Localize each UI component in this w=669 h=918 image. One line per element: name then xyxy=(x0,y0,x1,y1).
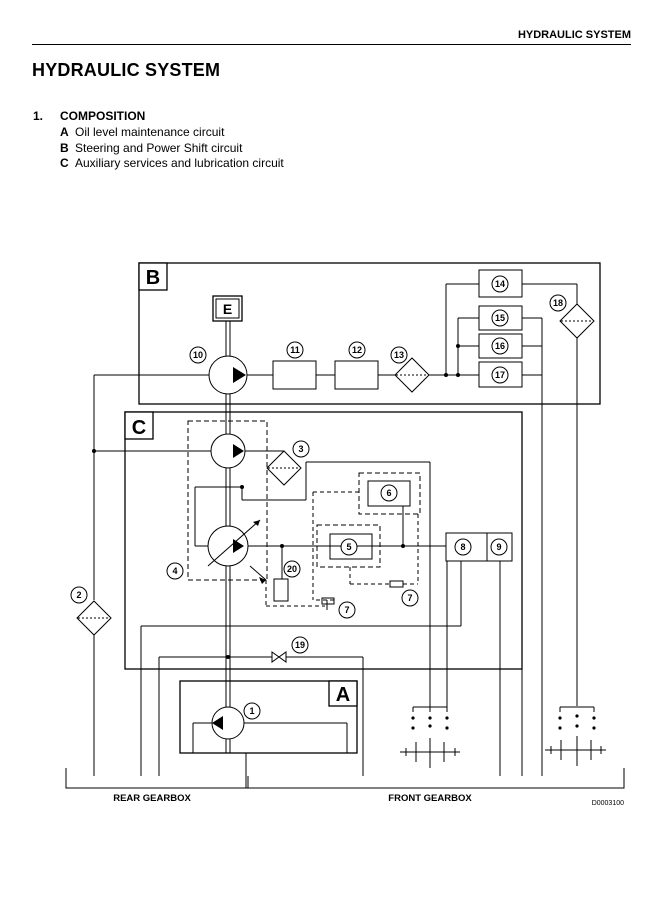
component-label: 20 xyxy=(287,564,297,574)
item-letter: A xyxy=(60,125,69,139)
circuit-b-box xyxy=(138,262,601,405)
component-11 xyxy=(272,360,317,390)
component-label: 3 xyxy=(298,444,303,454)
component-label: 7 xyxy=(344,605,349,615)
page-title: HYDRAULIC SYSTEM xyxy=(32,60,221,80)
item-text: Steering and Power Shift circuit xyxy=(75,140,243,155)
section-title: COMPOSITION xyxy=(60,109,146,123)
group-4 xyxy=(187,420,268,581)
component-label: 11 xyxy=(290,345,300,355)
component-label: 19 xyxy=(295,640,305,650)
circuit-c-box xyxy=(124,411,523,670)
component-label: 2 xyxy=(76,590,81,600)
list-item: A Oil level maintenance circuit xyxy=(60,125,284,141)
reference-code: D0003100 xyxy=(592,800,624,807)
component-12 xyxy=(334,360,379,390)
component-label: 10 xyxy=(193,350,203,360)
component-label: 7 xyxy=(407,593,412,603)
circuit-c-label: C xyxy=(132,417,146,439)
component-label: 9 xyxy=(496,542,501,552)
item-letter: C xyxy=(60,156,69,170)
component-label: 18 xyxy=(553,298,563,308)
item-letter: B xyxy=(60,140,69,155)
component-20 xyxy=(273,578,289,602)
circuit-a-label: A xyxy=(336,684,350,706)
component-6 xyxy=(367,480,411,507)
circuit-a-box xyxy=(179,680,358,754)
item-text: Auxiliary services and lubrication circu… xyxy=(75,156,284,170)
engine-label: E xyxy=(223,301,232,317)
component-label: 14 xyxy=(495,279,505,289)
valve-19 xyxy=(271,651,287,663)
component-label: 6 xyxy=(386,488,391,498)
header-rule xyxy=(32,44,631,45)
filter-13 xyxy=(394,357,430,393)
component-label: 1 xyxy=(249,706,254,716)
component-label: 12 xyxy=(352,345,362,355)
component-label: 13 xyxy=(394,350,404,360)
component-8-9 xyxy=(445,532,513,562)
component-label: 15 xyxy=(495,313,505,323)
section-number: 1. xyxy=(33,109,44,123)
list-item: B Steering and Power Shift circuit xyxy=(60,141,284,157)
rear-gearbox-label: REAR GEARBOX xyxy=(113,793,191,804)
component-label: 8 xyxy=(460,542,465,552)
front-gearbox-label: FRONT GEARBOX xyxy=(388,793,472,804)
composition-list: A Oil level maintenance circuit B Steering… xyxy=(60,125,284,172)
component-label: 5 xyxy=(346,542,351,552)
component-label: 17 xyxy=(495,370,505,380)
running-header: HYDRAULIC SYSTEM xyxy=(517,29,631,41)
component-label: 4 xyxy=(172,566,177,576)
filter-3 xyxy=(266,450,302,486)
engine-box xyxy=(212,295,243,322)
component-5 xyxy=(329,533,373,560)
list-item: C Auxiliary services and lubrication circ… xyxy=(60,156,284,172)
item-text: Oil level maintenance circuit xyxy=(75,125,225,139)
circuit-b-label: B xyxy=(146,267,160,289)
component-label: 16 xyxy=(495,341,505,351)
